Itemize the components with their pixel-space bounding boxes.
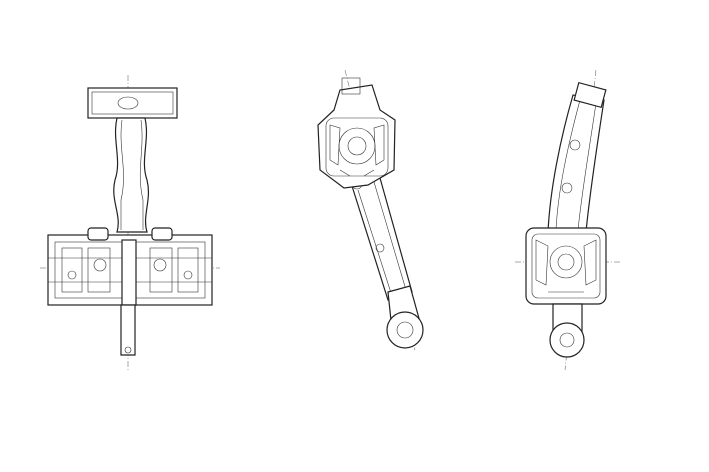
front-view [40, 75, 220, 370]
side-view [317, 69, 424, 351]
rear-view [515, 69, 620, 371]
